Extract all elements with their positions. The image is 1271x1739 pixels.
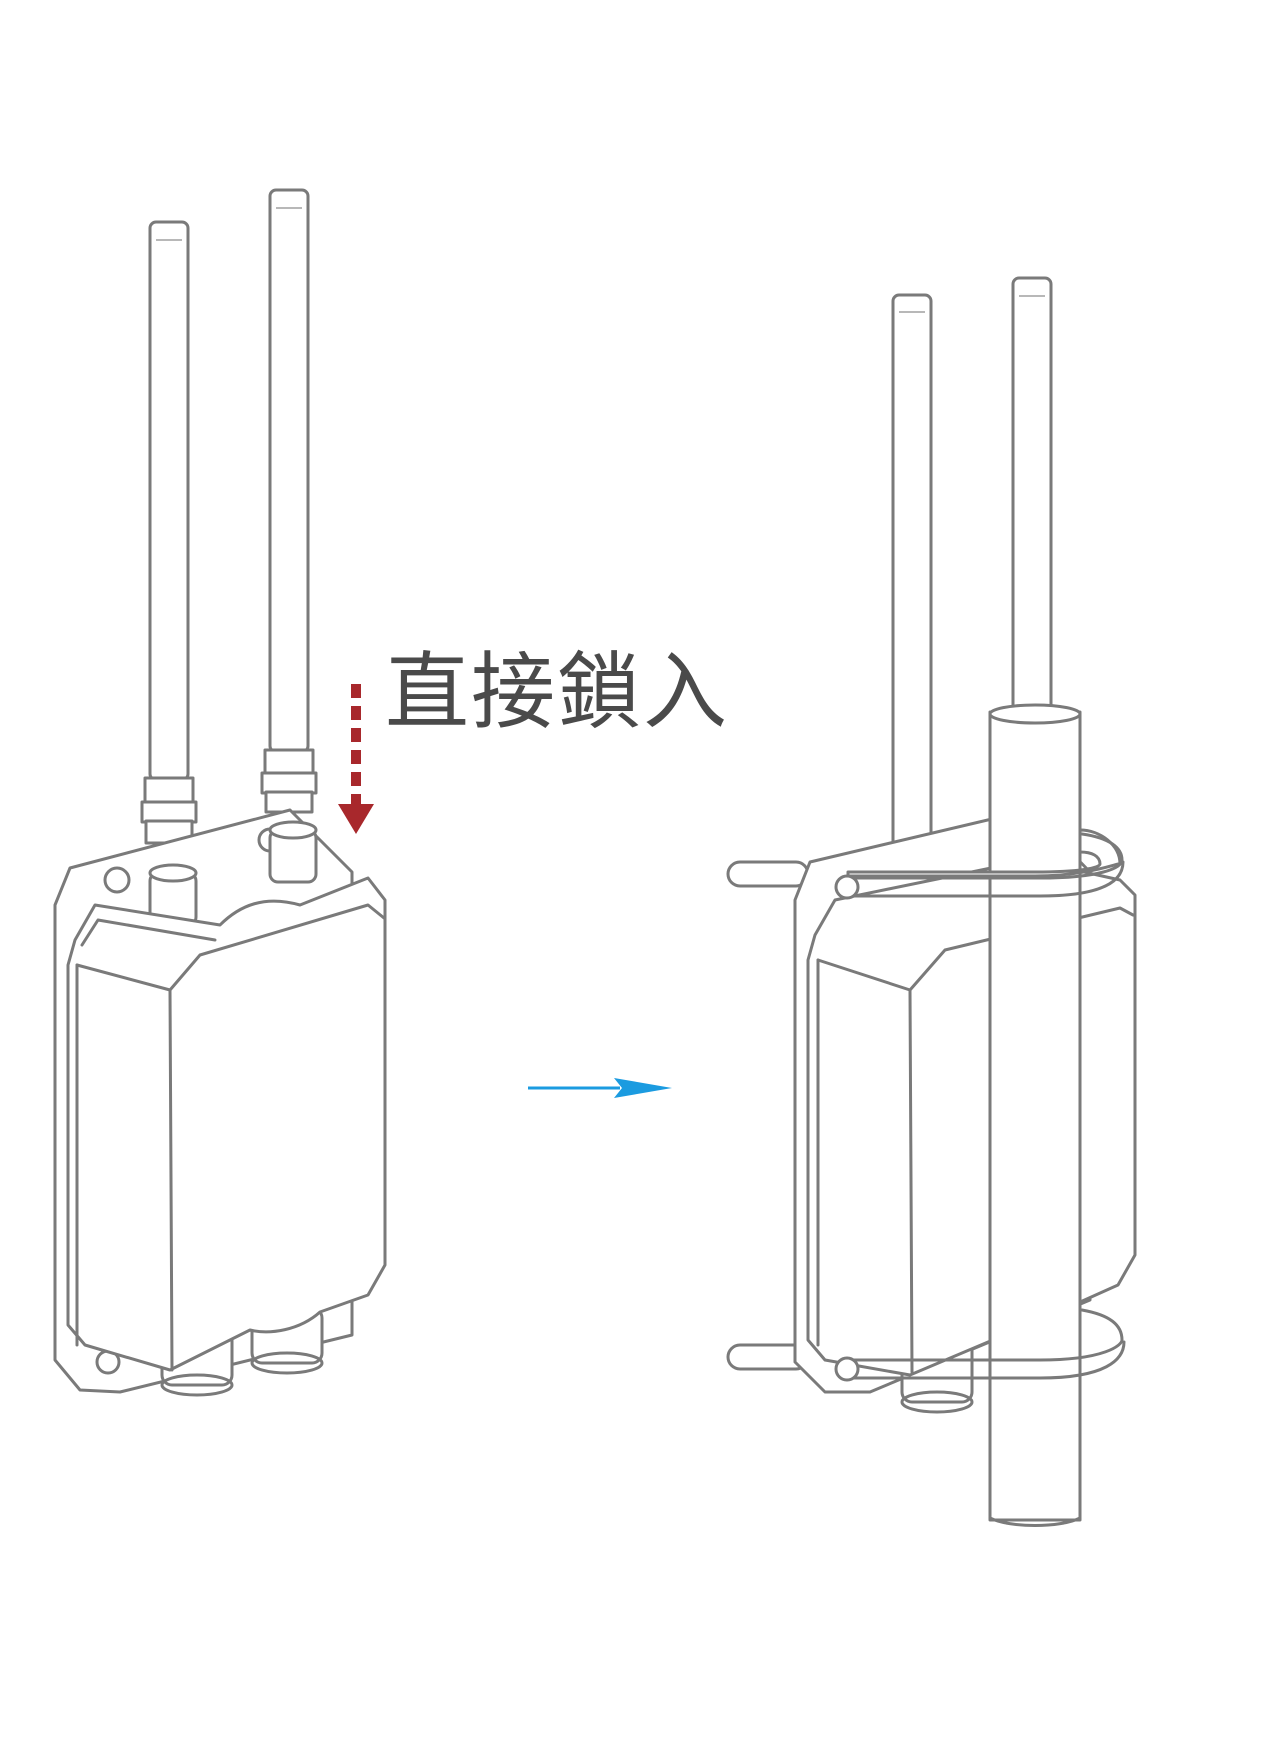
device-before (53, 188, 387, 1397)
antenna-left-before (140, 220, 198, 845)
antenna-right-after (1011, 276, 1053, 720)
antenna-right-before (260, 188, 318, 814)
caption-direct-lock: 直接鎖入 (385, 643, 730, 741)
device-housing-after (806, 858, 1137, 1377)
mounting-pole (988, 703, 1082, 1527)
u-bolt-rods-after (726, 860, 810, 1371)
u-bolt-bottom-after (834, 1308, 1126, 1382)
u-bolt-top-after (834, 828, 1125, 900)
device-housing-before (66, 876, 387, 1372)
right-arrow-icon (528, 1078, 672, 1098)
top-connector-right-before (268, 820, 318, 884)
antenna-left-after (886, 293, 938, 911)
dashed-down-arrow-icon (338, 684, 374, 834)
device-after (726, 276, 1137, 1527)
